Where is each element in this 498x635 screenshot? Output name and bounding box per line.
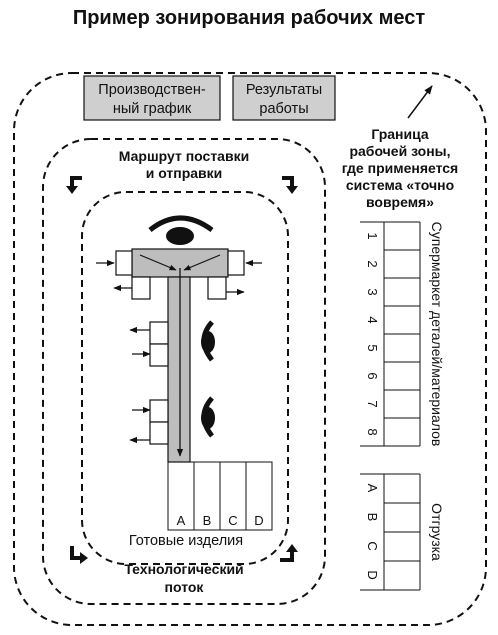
- supermarket-rack: 1 2 3 4 5 6 7 8 Супермаркет деталей/мате…: [360, 221, 445, 447]
- tech-flow-line1: Технологический: [124, 561, 243, 577]
- turn-arrow-icon: [282, 176, 298, 194]
- delivery-route-line2: и отправки: [146, 165, 223, 181]
- supermarket-cell-label: 2: [365, 260, 380, 267]
- production-schedule-line1: Производствен-: [98, 82, 206, 98]
- supermarket-cell-label: 8: [365, 428, 380, 435]
- tech-flow-line2: поток: [165, 579, 205, 595]
- finished-goods-area: A B C D Готовые изделия: [129, 461, 273, 549]
- supermarket-cell-label: 1: [365, 232, 380, 239]
- finished-bin-label: C: [228, 513, 237, 528]
- inner-work-area: [81, 191, 289, 565]
- zone-boundary-line1: Граница: [371, 126, 429, 142]
- work-results-box: Результаты работы: [232, 75, 336, 121]
- shipping-cell-label: C: [365, 541, 380, 550]
- finished-bin-label: A: [177, 513, 186, 528]
- zone-boundary-line2: рабочей зоны,: [349, 143, 450, 159]
- finished-bin-label: B: [203, 513, 212, 528]
- turn-arrow-icon: [280, 544, 298, 562]
- worker-head-icon: [201, 320, 215, 362]
- shipping-cell-label: B: [365, 513, 380, 522]
- shipping-cell-label: D: [365, 570, 380, 579]
- supermarket-cell-label: 5: [365, 344, 380, 351]
- production-schedule-box: Производствен- ный график: [83, 75, 221, 121]
- supermarket-label: Супермаркет деталей/материалов: [429, 222, 445, 447]
- shipping-rack: A B C D Отгрузка: [360, 473, 445, 591]
- work-results-line1: Результаты: [246, 82, 322, 98]
- supermarket-cell-label: 7: [365, 400, 380, 407]
- worker-head-icon: [201, 396, 215, 438]
- zone-boundary-label: Граница рабочей зоны, где применяется си…: [342, 126, 458, 210]
- production-schedule-line2: ный график: [113, 101, 192, 117]
- zone-boundary-line5: вовремя»: [366, 194, 434, 210]
- supermarket-cell-label: 6: [365, 372, 380, 379]
- finished-bin-label: D: [254, 513, 263, 528]
- shipping-cell-label: A: [365, 484, 380, 493]
- delivery-route-line1: Маршрут поставки: [119, 148, 249, 164]
- work-results-line2: работы: [259, 101, 308, 117]
- supermarket-cell-label: 3: [365, 288, 380, 295]
- turn-arrow-icon: [70, 546, 88, 564]
- shipping-label: Отгрузка: [429, 503, 445, 561]
- operator-eye-icon: [148, 215, 214, 245]
- workstation-layout: [96, 248, 262, 463]
- turn-arrow-icon: [66, 176, 82, 194]
- supermarket-cell-label: 4: [365, 316, 380, 323]
- finished-goods-label: Готовые изделия: [129, 533, 243, 549]
- outer-zone-boundary: [13, 72, 487, 626]
- boundary-pointer-arrow: [407, 85, 433, 119]
- zone-boundary-line4: система «точно: [346, 177, 454, 193]
- delivery-route-boundary: [42, 138, 326, 605]
- diagram-title: Пример зонирования рабочих мест: [73, 7, 426, 29]
- zone-boundary-line3: где применяется: [342, 160, 458, 176]
